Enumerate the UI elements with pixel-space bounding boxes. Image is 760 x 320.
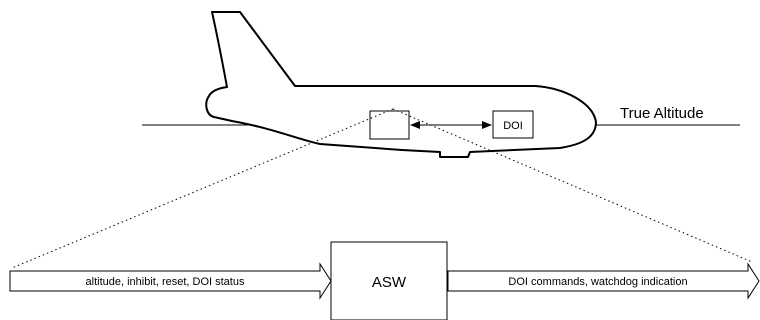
true-altitude-label: True Altitude [620, 105, 704, 122]
input-arrow-label: altitude, inhibit, reset, DOI status [86, 276, 245, 288]
asw-unit-box [370, 111, 409, 139]
output-arrow-label: DOI commands, watchdog indication [508, 276, 687, 288]
input-arrow: altitude, inhibit, reset, DOI status [10, 264, 331, 298]
output-arrow: DOI commands, watchdog indication [448, 264, 759, 298]
asw-label: ASW [372, 274, 407, 291]
doi-label: DOI [503, 120, 523, 132]
